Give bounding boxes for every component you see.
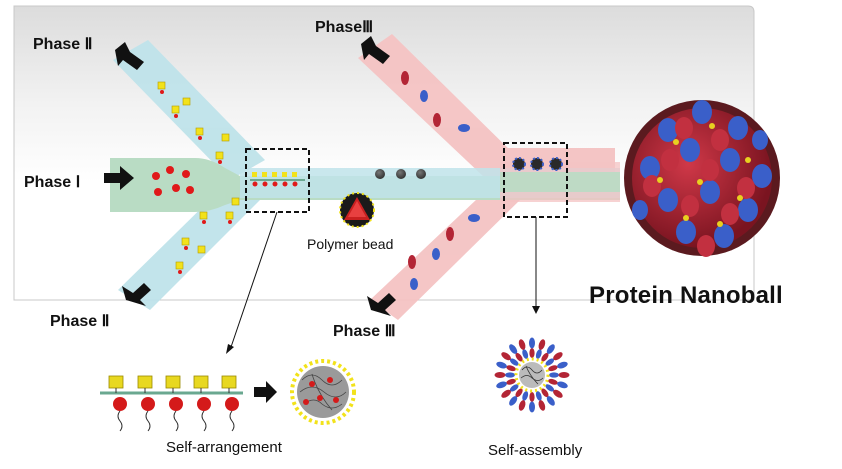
arrow-phase-1-icon — [104, 166, 134, 190]
connector-left — [229, 211, 278, 351]
phase-2-bottom-label: Phase Ⅱ — [50, 313, 110, 330]
protein-spike-inner — [549, 372, 559, 378]
arrow-phase-2-bottom-icon — [122, 283, 151, 306]
phase-3-bottom-label: Phase Ⅲ — [333, 323, 396, 340]
protein-spike-inner — [505, 372, 515, 378]
arrow-phase-3-bottom-icon — [367, 293, 396, 316]
protein-nanoball — [624, 100, 780, 257]
protein-spike-outer — [494, 372, 506, 378]
protein-spike-inner — [509, 384, 519, 392]
protein-spike-inner — [509, 358, 519, 366]
protein-spike-outer — [518, 400, 526, 411]
protein-spike-outer — [501, 352, 511, 361]
self-assembly-schematic — [494, 337, 570, 413]
protein-spike-inner — [545, 358, 555, 366]
self-arrangement-box — [245, 148, 310, 213]
connector-right-head — [532, 306, 540, 314]
protein-spike-inner — [515, 388, 523, 398]
protein-spike-inner — [548, 365, 558, 372]
self-assembly-caption: Self-assembly — [488, 442, 583, 459]
protein-spike-inner — [545, 384, 555, 392]
coated-beads — [512, 157, 563, 171]
protein-spike-outer — [529, 401, 535, 413]
phase-2-top-label: Phase Ⅱ — [33, 36, 93, 53]
protein-spike-outer — [557, 381, 568, 389]
protein-spike-outer — [496, 361, 507, 369]
protein-spike-inner — [548, 378, 558, 385]
arrow-phase-3-top-icon — [361, 36, 390, 64]
protein-spike-inner — [506, 378, 516, 385]
protein-spike-outer — [509, 396, 518, 406]
channel-beads — [375, 169, 426, 179]
phase-3-proteins — [401, 71, 480, 290]
protein-spike-outer — [501, 389, 511, 398]
phase-3-top-label: PhaseⅢ — [315, 19, 374, 36]
protein-spike-outer — [496, 381, 507, 389]
protein-spike-inner — [506, 365, 516, 372]
protein-spike-outer — [558, 372, 570, 378]
connector-left-head — [226, 344, 234, 354]
polymer-bead-illustration — [339, 192, 375, 228]
protein-spike-outer — [518, 339, 526, 350]
protein-spike-inner — [535, 349, 542, 359]
self-arrangement-schematic — [100, 359, 356, 432]
phase-2-molecules — [157, 81, 240, 274]
protein-spike-inner — [541, 388, 549, 398]
protein-spike-outer — [509, 344, 518, 354]
product-title: Protein Nanoball — [589, 282, 783, 309]
protein-spike-inner — [515, 352, 523, 362]
protein-spike-inner — [522, 391, 529, 401]
aligned-molecules — [250, 172, 305, 187]
protein-spike-inner — [529, 348, 535, 358]
self-arrangement-caption: Self-arrangement — [166, 439, 282, 456]
polymer-bead-label: Polymer bead — [307, 236, 394, 252]
protein-spike-outer — [546, 344, 555, 354]
phase-1-label: Phase Ⅰ — [24, 174, 81, 191]
phase-1-red-beads — [152, 166, 194, 196]
protein-spike-inner — [541, 352, 549, 362]
protein-spike-inner — [535, 391, 542, 401]
protein-spike-inner — [529, 392, 535, 402]
arrow-phase-2-top-icon — [115, 42, 144, 70]
protein-spike-inner — [522, 349, 529, 359]
protein-spike-outer — [553, 352, 563, 361]
protein-spike-outer — [538, 339, 546, 350]
phase-arrows — [104, 36, 396, 316]
protein-spike-outer — [553, 389, 563, 398]
protein-spike-outer — [538, 400, 546, 411]
protein-spike-outer — [546, 396, 555, 406]
arrow-right-icon — [254, 381, 277, 403]
protein-spike-outer — [557, 361, 568, 369]
protein-spike-outer — [529, 337, 535, 349]
